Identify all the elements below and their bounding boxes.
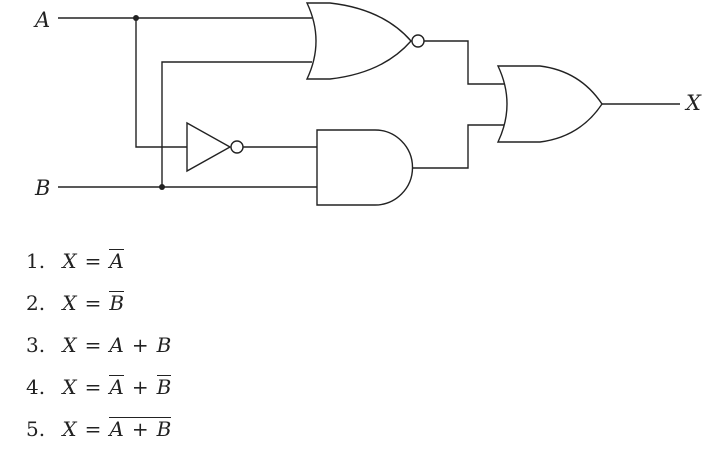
answer-option-4[interactable]: 4. X = A + B (26, 366, 172, 408)
answer-option-5[interactable]: 5. X = A + B (26, 408, 172, 450)
option-plus: + (131, 333, 149, 357)
wire-a-to-not (135, 18, 187, 148)
input-label-a: A (33, 8, 50, 32)
option-equals: = (84, 333, 102, 357)
option-term-2: B (156, 333, 172, 357)
and-gate (316, 129, 414, 206)
output-label-x: X (684, 91, 702, 115)
wire-and-to-or (412, 124, 505, 169)
option-lhs: X (62, 417, 77, 441)
junction-dot-a (133, 15, 139, 21)
option-term-1: A (109, 417, 124, 441)
option-number: 5. (26, 417, 46, 441)
answer-option-2[interactable]: 2. X = B (26, 282, 171, 324)
option-plus: + (131, 417, 149, 441)
option-term-2: B (156, 417, 172, 441)
option-equals: = (84, 375, 102, 399)
option-term-1-negated: A (109, 375, 124, 399)
wire-b-to-nor (161, 61, 312, 187)
input-label-b: B (34, 176, 50, 200)
option-number: 3. (26, 333, 46, 357)
option-lhs: X (62, 333, 77, 357)
option-lhs: X (62, 291, 77, 315)
answer-option-1[interactable]: 1. X = A (26, 240, 171, 282)
option-lhs: X (62, 249, 77, 273)
nor-gate (305, 2, 412, 80)
answer-options: 1. X=A 2. X=B 3. X=A+B 4. X=A+B 5. X=A+B (26, 240, 172, 450)
option-lhs: X (62, 375, 77, 399)
option-equals: = (84, 417, 102, 441)
not-gate-bubble (230, 140, 244, 154)
junction-dot-b (159, 184, 165, 190)
option-rhs-negated: B (109, 291, 125, 315)
option-rhs-negated: A (109, 249, 124, 273)
logic-circuit-diagram: A B X (33, 2, 702, 206)
option-rhs-negated-sum: A + B (109, 417, 172, 441)
not-gate (186, 121, 232, 173)
answer-option-3[interactable]: 3. X = A + B (26, 324, 171, 366)
or-gate (496, 65, 603, 143)
option-number: 4. (26, 375, 46, 399)
option-plus: + (131, 375, 149, 399)
option-equals: = (84, 249, 102, 273)
wire-nor-to-or (424, 40, 505, 85)
option-term-2-negated: B (156, 375, 172, 399)
nor-gate-bubble (411, 34, 425, 48)
option-number: 2. (26, 291, 46, 315)
option-term-1: A (109, 333, 124, 357)
option-equals: = (84, 291, 102, 315)
option-number: 1. (26, 249, 46, 273)
